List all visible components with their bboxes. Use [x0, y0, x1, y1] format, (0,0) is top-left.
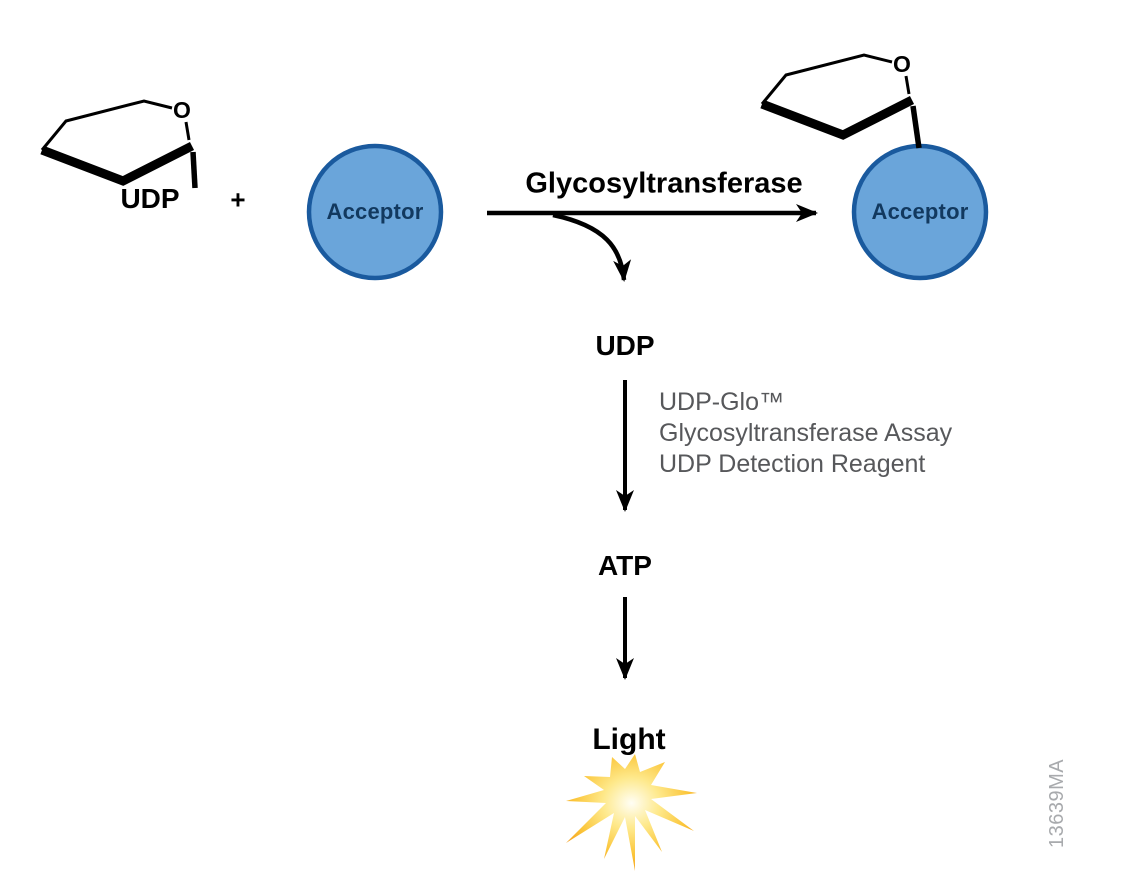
donor-sugar-structure: O: [40, 97, 198, 189]
ring-oxygen-label: O: [893, 51, 911, 77]
byproduct-curved-arrow: [552, 212, 632, 282]
acceptor-circle-product: [851, 143, 989, 281]
ring-oxygen-label: O: [173, 97, 191, 123]
acceptor-circle-substrate: [306, 143, 444, 281]
product-sugar-structure: O: [760, 51, 922, 149]
light-starburst-icon: [566, 754, 697, 871]
